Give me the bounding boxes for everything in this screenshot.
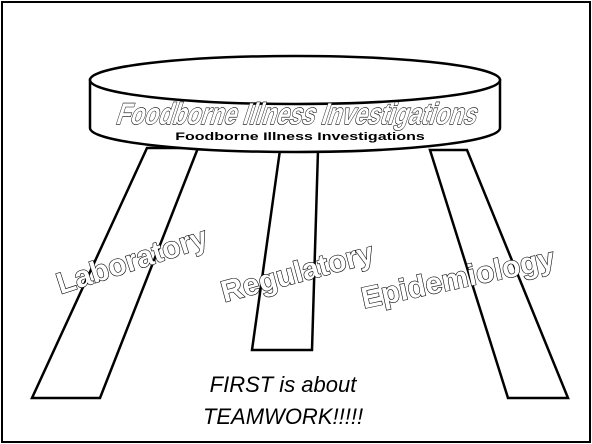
caption: FIRST is about TEAMWORK!!!!! xyxy=(203,372,363,429)
stool-seat: Foodborne Illness Investigations Foodbor… xyxy=(88,54,502,154)
seat-label-reflection: Foodborne Illness Investigations xyxy=(175,129,425,142)
caption-line-1: FIRST is about xyxy=(210,372,358,397)
caption-line-2: TEAMWORK!!!!! xyxy=(203,404,363,429)
seat-label: Foodborne Illness Investigations xyxy=(113,97,484,131)
leg-right xyxy=(428,148,570,400)
seat-top xyxy=(88,54,502,106)
